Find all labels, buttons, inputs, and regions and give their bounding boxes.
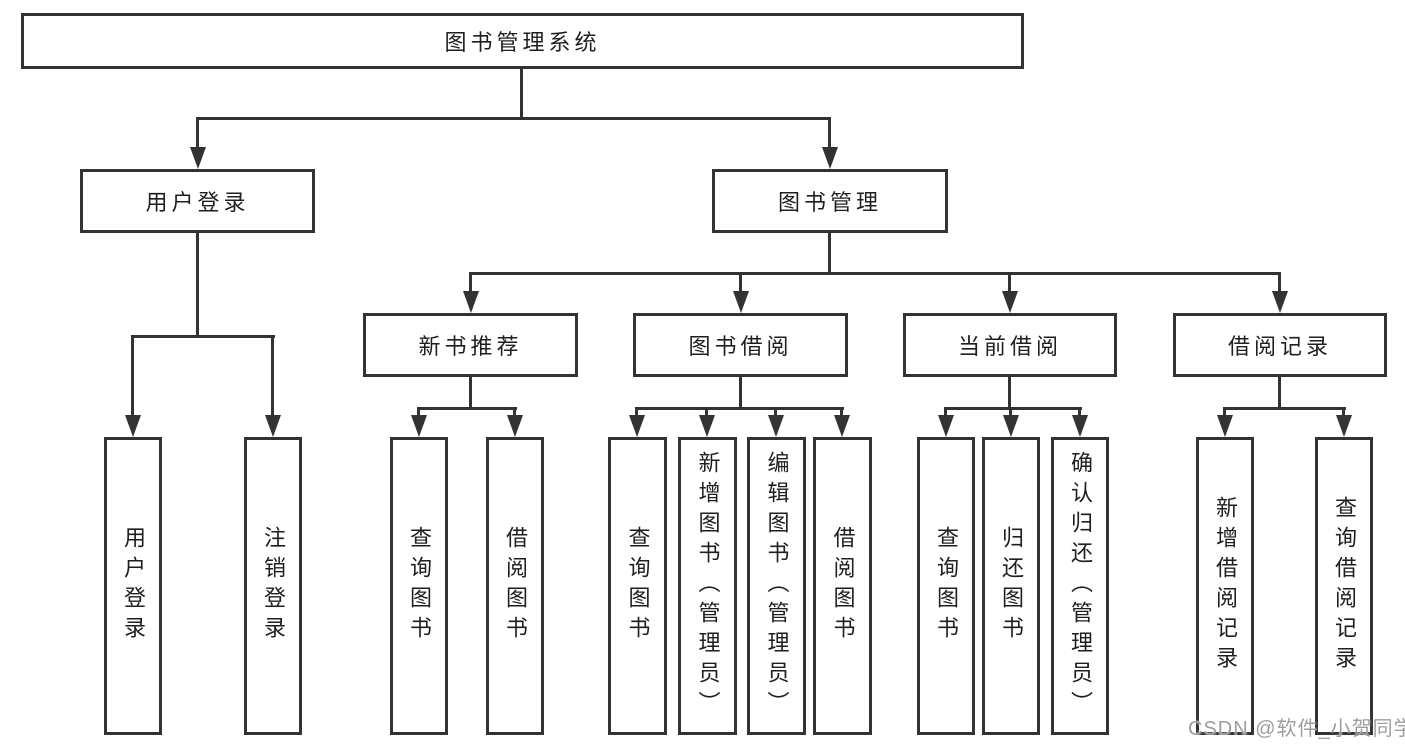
leaf-label: 新增借阅记录: [1213, 496, 1238, 676]
connector-line: [131, 335, 134, 419]
connector-line: [417, 407, 517, 410]
arrow-down-icon: [629, 415, 645, 437]
arrow-down-icon: [1217, 415, 1233, 437]
connector-line: [1008, 377, 1011, 407]
arrow-down-icon: [699, 415, 715, 437]
connector-line: [131, 335, 275, 338]
connector-line: [1223, 407, 1226, 419]
node-book-borrowing: 图书借阅: [633, 313, 848, 377]
connector-line: [739, 377, 742, 407]
connector-line: [944, 407, 1082, 410]
arrow-down-icon: [411, 415, 427, 437]
leaf-label: 查询图书: [625, 526, 651, 646]
connector-line: [469, 377, 472, 407]
connector-line: [635, 407, 638, 419]
connector-line: [271, 335, 274, 419]
connector-line: [1078, 407, 1081, 419]
connector-line: [1223, 407, 1346, 410]
connector-line: [196, 117, 831, 120]
node-user-login: 用户登录: [80, 169, 315, 233]
leaf-label: 新增图书（管理员）: [695, 451, 721, 721]
connector-line: [196, 233, 199, 335]
arrow-down-icon: [507, 415, 523, 437]
arrow-down-icon: [125, 415, 141, 437]
connector-line: [840, 407, 843, 419]
leaf-borrowing-edit-books-admin: 编辑图书（管理员）: [747, 437, 806, 735]
node-borrowing-records: 借阅记录: [1173, 313, 1387, 377]
arrow-down-icon: [463, 291, 479, 313]
connector-line: [520, 69, 523, 117]
leaf-label: 借阅图书: [503, 526, 528, 646]
leaf-label: 查询借阅记录: [1332, 496, 1357, 676]
leaf-label: 编辑图书（管理员）: [764, 451, 790, 721]
leaf-label: 借阅图书: [830, 526, 856, 646]
leaf-borrowing-borrow-books: 借阅图书: [813, 437, 872, 735]
leaf-logout-login: 注销登录: [244, 437, 302, 735]
node-label: 借阅记录: [1227, 334, 1332, 359]
arrow-down-icon: [1002, 291, 1018, 313]
arrow-down-icon: [834, 415, 850, 437]
connector-line: [635, 407, 844, 410]
connector-line: [828, 117, 831, 151]
connector-line: [469, 272, 472, 295]
leaf-recommend-query-books: 查询图书: [390, 437, 448, 735]
node-label: 用户登录: [145, 190, 250, 215]
leaf-current-query-books: 查询图书: [917, 437, 975, 735]
connector-line: [417, 407, 420, 419]
arrow-down-icon: [265, 415, 281, 437]
arrow-down-icon: [733, 291, 749, 313]
arrow-down-icon: [1336, 415, 1352, 437]
leaf-label: 用户登录: [121, 526, 146, 646]
leaf-records-add-borrow-record: 新增借阅记录: [1196, 437, 1254, 735]
connector-line: [196, 117, 199, 151]
connector-line: [513, 407, 516, 419]
connector-line: [1008, 272, 1011, 295]
csdn-watermark: CSDN @软件_小贺同学: [1188, 718, 1405, 740]
node-label: 图书借阅: [688, 334, 793, 359]
arrow-down-icon: [1072, 415, 1088, 437]
connector-line: [1009, 407, 1012, 419]
node-label: 图书管理: [777, 190, 882, 215]
leaf-current-confirm-return-admin: 确认归还（管理员）: [1051, 437, 1109, 735]
connector-line: [469, 272, 1281, 275]
leaf-label: 注销登录: [261, 526, 286, 646]
leaf-borrowing-query-books: 查询图书: [608, 437, 667, 735]
leaf-label: 查询图书: [407, 526, 432, 646]
leaf-records-query-borrow-record: 查询借阅记录: [1315, 437, 1373, 735]
connector-line: [1278, 272, 1281, 295]
connector-line: [705, 407, 708, 419]
leaf-label: 确认归还（管理员）: [1068, 451, 1093, 721]
leaf-current-return-books: 归还图书: [982, 437, 1040, 735]
arrow-down-icon: [190, 147, 206, 169]
leaf-recommend-borrow-books: 借阅图书: [486, 437, 544, 735]
connector-line: [1278, 377, 1281, 407]
node-book-management: 图书管理: [712, 169, 948, 233]
leaf-label: 查询图书: [934, 526, 959, 646]
node-label: 新书推荐: [418, 334, 523, 359]
connector-line: [739, 272, 742, 295]
node-library-management-system: 图书管理系统: [21, 13, 1024, 69]
node-label: 图书管理系统: [444, 30, 601, 55]
leaf-label: 归还图书: [999, 526, 1024, 646]
node-label: 当前借阅: [957, 334, 1062, 359]
arrow-down-icon: [1003, 415, 1019, 437]
leaf-borrowing-add-books-admin: 新增图书（管理员）: [678, 437, 737, 735]
connector-line: [1342, 407, 1345, 419]
connector-line: [828, 233, 831, 272]
arrow-down-icon: [822, 147, 838, 169]
node-new-book-recommendation: 新书推荐: [363, 313, 578, 377]
connector-line: [774, 407, 777, 419]
connector-line: [944, 407, 947, 419]
arrow-down-icon: [768, 415, 784, 437]
node-current-borrowing: 当前借阅: [903, 313, 1117, 377]
leaf-user-login: 用户登录: [104, 437, 162, 735]
arrow-down-icon: [938, 415, 954, 437]
arrow-down-icon: [1272, 291, 1288, 313]
